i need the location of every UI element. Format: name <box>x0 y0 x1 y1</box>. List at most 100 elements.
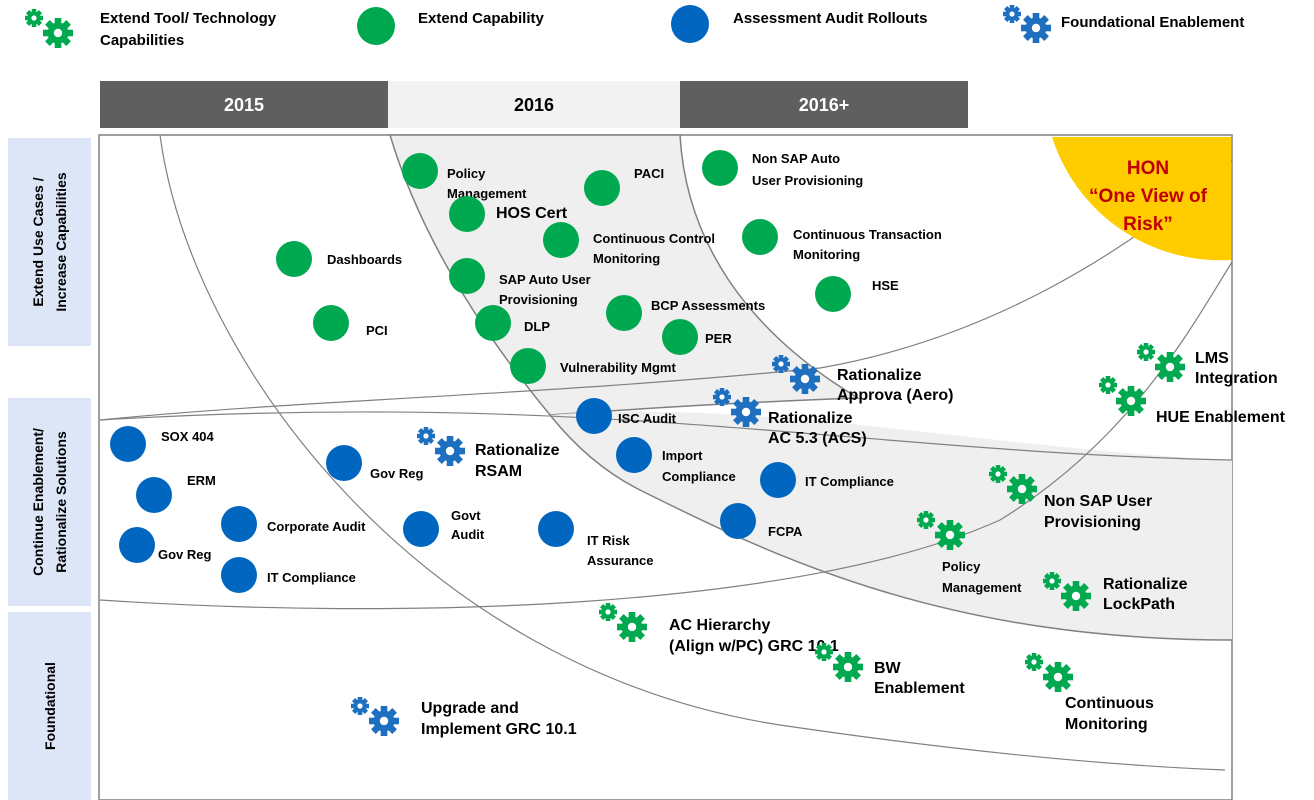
row-header-continue-enablement <box>8 398 91 606</box>
item-label: SOX 404 <box>161 429 215 444</box>
item-label: IT Compliance <box>267 570 356 585</box>
item-label: PCI <box>366 323 388 338</box>
legend-label: Foundational Enablement <box>1061 14 1244 31</box>
green-circle-icon <box>276 241 312 277</box>
green-circle-icon <box>702 150 738 186</box>
item-label: Policy <box>942 559 981 574</box>
item-label: Integration <box>1195 370 1278 387</box>
item-label: BCP Assessments <box>651 298 765 313</box>
blue-circle-icon <box>136 477 172 513</box>
item-label: Monitoring <box>793 247 860 262</box>
item-label: IT Risk <box>587 533 630 548</box>
item-label: (Align w/PC) GRC 10.1 <box>669 638 839 655</box>
hon-label: Risk” <box>1123 214 1173 235</box>
green-circle-icon <box>510 348 546 384</box>
year-2015-cell <box>100 81 388 128</box>
item-label: Policy <box>447 166 486 181</box>
item-label: PER <box>705 331 732 346</box>
blue-circle-icon <box>221 506 257 542</box>
item-label: Import <box>662 448 703 463</box>
item-label: PACI <box>634 166 664 181</box>
item-label: ISC Audit <box>618 411 677 426</box>
extend-capability-items: Policy Management PACI Non SAP Auto User… <box>276 150 942 384</box>
blue-circle-icon <box>326 445 362 481</box>
green-circle-icon <box>475 305 511 341</box>
green-circle-icon <box>662 319 698 355</box>
arc-line <box>159 134 1226 771</box>
item-label: IT Compliance <box>805 474 894 489</box>
year-label: 2015 <box>224 95 264 115</box>
item-label: FCPA <box>768 524 803 539</box>
item-label: Dashboards <box>327 252 402 267</box>
item-label: Provisioning <box>1044 514 1141 531</box>
item-label: Continuous Transaction <box>793 227 942 242</box>
item-label: HSE <box>872 278 899 293</box>
blue-circle-icon <box>760 462 796 498</box>
item-label: Vulnerability Mgmt <box>560 360 676 375</box>
item-label: Upgrade and <box>421 700 519 717</box>
green-circle-icon <box>357 7 395 45</box>
blue-circle-icon <box>221 557 257 593</box>
green-circle-icon <box>402 153 438 189</box>
item-label: Provisioning <box>499 292 578 307</box>
legend-item-extend-capability: Extend Capability <box>357 7 545 45</box>
hon-label: HON <box>1127 158 1169 179</box>
item-label: LockPath <box>1103 596 1175 613</box>
item-label: Assurance <box>587 553 653 568</box>
legend-label: Capabilities <box>100 32 184 49</box>
hon-shape <box>1052 137 1231 261</box>
assessment-audit-items: SOX 404 ERM Gov Reg Corporate Audit IT C… <box>110 398 894 593</box>
item-label: HOS Cert <box>496 205 568 222</box>
blue-circle-icon <box>538 511 574 547</box>
item-label: SAP Auto User <box>499 272 591 287</box>
item-label: Management <box>942 580 1022 595</box>
item-label: Corporate Audit <box>267 519 366 534</box>
legend-item-extend-tool: Extend Tool/ Technology Capabilities <box>25 9 277 49</box>
item-label: Rationalize <box>1103 576 1188 593</box>
item-label: AC 5.3 (ACS) <box>768 430 867 447</box>
legend: Extend Tool/ Technology Capabilities Ext… <box>25 5 1244 49</box>
item-label: Approva (Aero) <box>837 387 953 404</box>
year-header: 2015 2016 2016+ <box>100 81 968 128</box>
hon-label: “One View of <box>1089 186 1208 207</box>
item-label: Enablement <box>874 680 965 697</box>
row-label: Continue Enablement/ <box>30 428 46 576</box>
item-label: Continuous Control <box>593 231 715 246</box>
item-label: BW <box>874 660 902 677</box>
item-label: HUE Enablement <box>1156 409 1286 426</box>
row-label: Foundational <box>42 662 58 750</box>
green-circle-icon <box>449 258 485 294</box>
legend-item-assessment-audit: Assessment Audit Rollouts <box>671 5 927 43</box>
green-circle-icon <box>313 305 349 341</box>
row-headers: Extend Use Cases / Increase Capabilities… <box>8 138 91 800</box>
year-label: 2016 <box>514 95 554 115</box>
item-label: AC Hierarchy <box>669 617 770 634</box>
foundational-items: Rationalize RSAM Rationalize Approva (Ae… <box>351 355 953 738</box>
blue-circle-icon <box>119 527 155 563</box>
legend-item-foundational: Foundational Enablement <box>1003 5 1244 43</box>
item-label: User Provisioning <box>752 173 863 188</box>
row-label: Extend Use Cases / <box>30 177 46 306</box>
blue-circle-icon <box>671 5 709 43</box>
arc-line <box>99 159 1233 421</box>
item-label: Gov Reg <box>370 466 424 481</box>
item-label: Implement GRC 10.1 <box>421 721 577 738</box>
green-gear-icon <box>25 9 73 48</box>
item-label: Monitoring <box>1065 716 1148 733</box>
green-circle-icon <box>584 170 620 206</box>
extend-tool-items: LMS Integration HUE Enablement Non SAP U… <box>599 343 1286 733</box>
green-circle-icon <box>449 196 485 232</box>
legend-label: Assessment Audit Rollouts <box>733 10 927 27</box>
blue-circle-icon <box>616 437 652 473</box>
row-label: Rationalize Solutions <box>53 431 69 573</box>
row-header-foundational <box>8 612 91 800</box>
year-2016-cell <box>388 81 680 128</box>
year-label: 2016+ <box>799 95 850 115</box>
item-label: Rationalize <box>475 442 560 459</box>
item-label: DLP <box>524 319 550 334</box>
item-label: Non SAP User <box>1044 493 1152 510</box>
blue-circle-icon <box>576 398 612 434</box>
arc-lines <box>99 134 1233 771</box>
item-label: Rationalize <box>837 367 922 384</box>
